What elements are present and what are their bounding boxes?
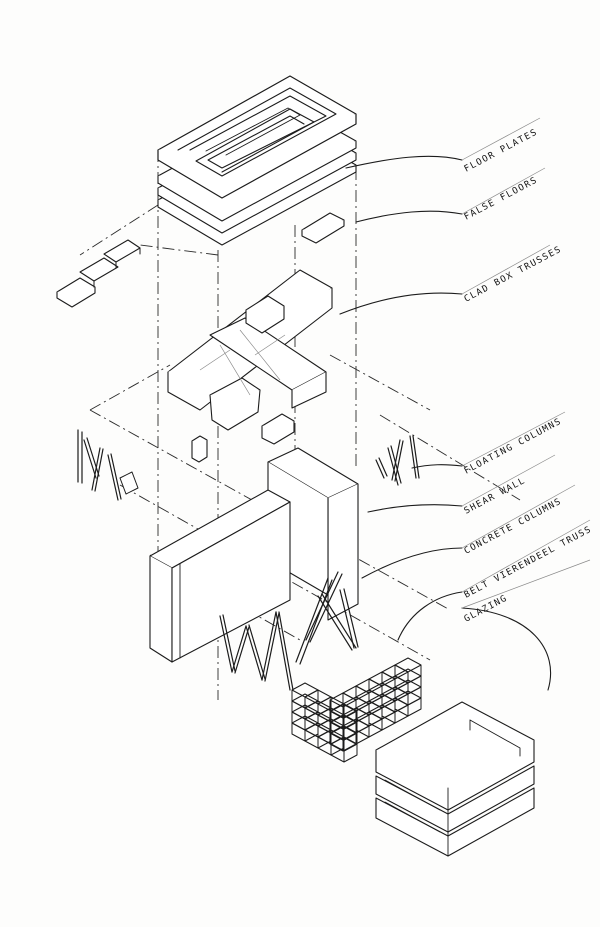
false-floor-slab — [301, 212, 345, 244]
alignment-lines — [79, 150, 521, 700]
clad-box-trusses — [167, 269, 333, 463]
label-floating-columns: FLOATING COLUMNS — [463, 417, 564, 477]
floating-columns-right — [375, 435, 420, 486]
shear-wall — [149, 447, 359, 663]
label-false-floors: FALSE FLOORS — [463, 175, 540, 222]
floating-columns-left — [77, 429, 139, 501]
label-floor-plates: FLOOR PLATES — [463, 127, 540, 174]
labels: FLOOR PLATES FALSE FLOORS CLAD BOX TRUSS… — [463, 127, 594, 624]
label-belt-vierendeel-truss: BELT VIERENDEEL TRUSS — [463, 525, 594, 601]
concrete-columns — [295, 571, 359, 665]
zigzag-columns — [219, 611, 294, 691]
label-shear-wall: SHEAR WALL — [463, 476, 528, 517]
truss-cell — [394, 690, 422, 717]
leader-lines — [339, 117, 591, 691]
truss-cell — [394, 657, 422, 684]
floor-plates — [157, 75, 357, 246]
glazing — [375, 701, 535, 857]
label-clad-box-trusses: CLAD BOX TRUSSES — [463, 245, 564, 305]
stair-false-floors — [56, 239, 141, 308]
belt-vierendeel-truss — [291, 657, 422, 763]
